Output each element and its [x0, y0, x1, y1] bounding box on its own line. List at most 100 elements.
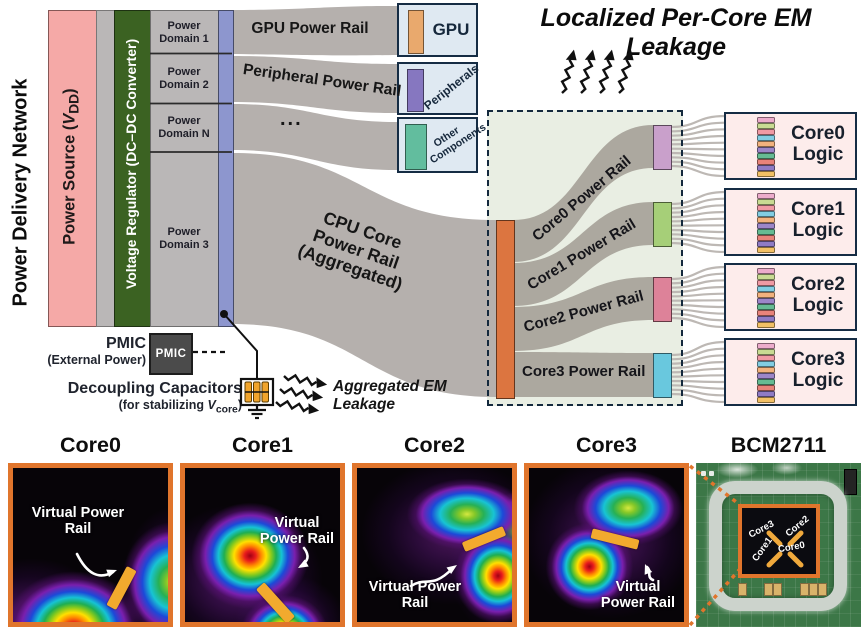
- pmic-chip: PMIC: [149, 333, 193, 375]
- pcb-dot: [709, 471, 714, 476]
- logic-mini-bar: [757, 385, 775, 391]
- gpu-power-rail-label: GPU Power Rail: [251, 20, 369, 37]
- logic-mini-bar: [757, 205, 775, 211]
- logic-mini-bar: [757, 159, 775, 165]
- core1-annotation-arrow: [298, 546, 309, 568]
- core2-logic-bars: [757, 268, 775, 328]
- solder-pad: [764, 583, 773, 596]
- scan-title-core1: Core1: [232, 433, 293, 457]
- core1-virtual-rail-label: Virtual Power Rail: [259, 515, 335, 547]
- logic-mini-bar: [757, 141, 775, 147]
- solder-pad: [773, 583, 782, 596]
- logic-mini-bar: [757, 129, 775, 135]
- logic-mini-bar: [757, 379, 775, 385]
- logic-mini-bar: [757, 298, 775, 304]
- gpu-bar: [408, 10, 424, 54]
- core3-logic-box: Core3 Logic: [724, 338, 857, 406]
- pcb-dot: [701, 471, 706, 476]
- logic-mini-bar: [757, 193, 775, 199]
- core2-rail-bar: [653, 277, 672, 322]
- logic-mini-bar: [757, 322, 775, 328]
- localized-leakage-title: Localized Per-Core EM Leakage: [540, 4, 812, 61]
- logic-mini-bar: [757, 391, 775, 397]
- core3-annotation-arrow: [644, 564, 655, 582]
- main-flows: [232, 6, 496, 397]
- logic-mini-bar: [757, 135, 775, 141]
- logic-mini-bar: [757, 397, 775, 403]
- other-components-box: Other Components: [397, 117, 489, 173]
- core3-logic-bars: [757, 343, 775, 403]
- vdd-rail-bar: [218, 10, 234, 327]
- aggregated-leakage-label: Aggregated EM Leakage: [333, 378, 447, 413]
- other-components-label: Other Components: [427, 120, 489, 166]
- logic-mini-bar: [757, 286, 775, 292]
- logic-mini-bar: [757, 123, 775, 129]
- logic-mini-bar: [757, 367, 775, 373]
- core0-annotation-arrow: [75, 552, 117, 578]
- logic-mini-bar: [757, 355, 775, 361]
- chip-die: Core3 Core2 Core1 Core0: [738, 504, 820, 578]
- logic-mini-bar: [757, 280, 775, 286]
- logic-mini-bar: [757, 211, 775, 217]
- aggregated-rail-bar: [496, 220, 515, 399]
- logic-mini-bar: [757, 241, 775, 247]
- core1-logic-label: Core1 Logic: [791, 199, 845, 241]
- source-regulator-connector: [96, 10, 116, 327]
- logic-mini-bar: [757, 373, 775, 379]
- solder-pad: [738, 583, 747, 596]
- core0-rail-bar: [653, 125, 672, 170]
- other-rails-ellipsis: ...: [280, 108, 303, 130]
- core3-rail-bar: [653, 353, 672, 398]
- pmic-external-power-label: PMIC (External Power): [47, 335, 146, 367]
- gpu-box: GPU: [397, 3, 478, 57]
- logic-mini-bar: [757, 292, 775, 298]
- logic-mini-bar: [757, 171, 775, 177]
- core1-rail-bar: [653, 202, 672, 247]
- chip-title: BCM2711: [730, 433, 827, 457]
- logic-mini-bar: [757, 316, 775, 322]
- logic-mini-bar: [757, 349, 775, 355]
- logic-mini-bar: [757, 199, 775, 205]
- em-scan-core0: Virtual Power Rail: [8, 463, 173, 627]
- logic-mini-bar: [757, 268, 775, 274]
- logic-mini-bar: [757, 235, 775, 241]
- pcb-component: [844, 469, 857, 495]
- core0-logic-box: Core0 Logic: [724, 112, 857, 180]
- power-domain-3-label: Power Domain 3: [159, 226, 209, 251]
- em-scan-core2: Virtual Power Rail: [352, 463, 517, 627]
- core1-logic-bars: [757, 193, 775, 253]
- core0-logic-label: Core0 Logic: [791, 123, 845, 165]
- core3-power-rail-label: Core3 Power Rail: [522, 363, 646, 380]
- core3-logic-label: Core3 Logic: [791, 349, 845, 391]
- core2-annotation-arrow: [409, 565, 457, 588]
- solder-pad: [800, 583, 809, 596]
- power-source-label: Power Source (VDD): [60, 88, 82, 245]
- logic-mini-bar: [757, 343, 775, 349]
- logic-mini-bar: [757, 223, 775, 229]
- peripherals-box: Peripherals: [397, 61, 482, 115]
- scan-title-core3: Core3: [576, 433, 637, 457]
- logic-mini-bar: [757, 304, 775, 310]
- logic-mini-bar: [757, 247, 775, 253]
- core2-virtual-rail-label: Virtual Power Rail: [368, 579, 462, 611]
- core1-logic-box: Core1 Logic: [724, 188, 857, 256]
- peripherals-label: Peripherals: [421, 61, 482, 113]
- sankey-flows-svg: [232, 6, 727, 404]
- fanout-lines: [669, 114, 727, 404]
- solder-pad: [809, 583, 818, 596]
- core0-virtual-rail-label: Virtual Power Rail: [31, 505, 125, 537]
- peripherals-bar: [407, 69, 424, 112]
- logic-mini-bar: [757, 274, 775, 280]
- power-domain-n-label: Power Domain N: [158, 115, 210, 140]
- gpu-label: GPU: [432, 20, 470, 39]
- solder-pad: [818, 583, 827, 596]
- logic-mini-bar: [757, 147, 775, 153]
- logic-mini-bar: [757, 229, 775, 235]
- other-components-bar: [405, 124, 427, 170]
- logic-mini-bar: [757, 217, 775, 223]
- core3-virtual-rail-label: Virtual Power Rail: [600, 579, 676, 611]
- logic-mini-bar: [757, 117, 775, 123]
- voltage-regulator-label: Voltage Regulator (DC–DC Converter): [123, 38, 139, 290]
- scan-title-core2: Core2: [404, 433, 465, 457]
